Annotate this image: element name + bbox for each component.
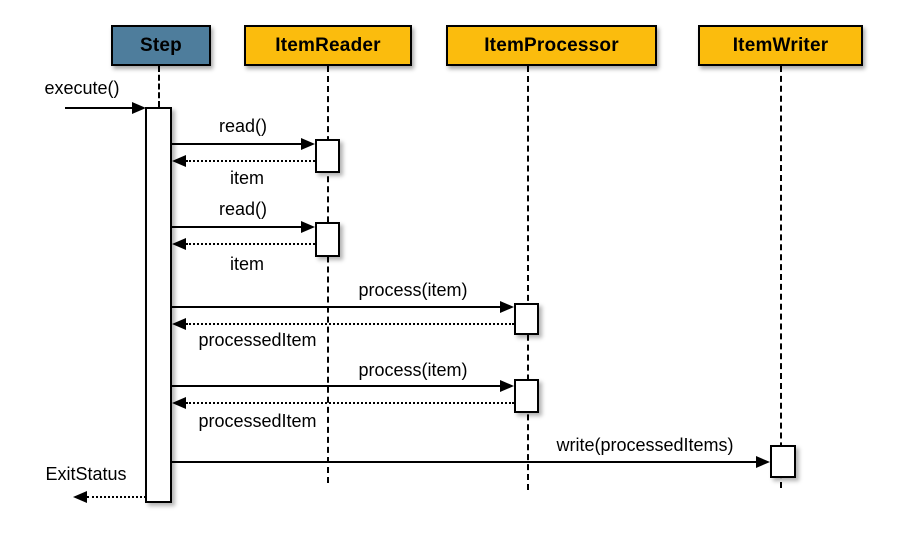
actor-label-itemprocessor: ItemProcessor — [484, 34, 619, 56]
arrowhead-icon — [73, 491, 87, 503]
message-label: process(item) — [358, 360, 468, 380]
arrowhead-icon — [132, 102, 146, 114]
arrowhead-icon — [301, 138, 315, 150]
arrowhead-icon — [172, 238, 186, 250]
message-label: execute() — [44, 78, 120, 98]
message-line — [186, 243, 315, 245]
actor-box-step: Step — [111, 25, 211, 66]
message-line — [65, 107, 132, 109]
lifeline-step — [158, 66, 160, 107]
actor-label-itemwriter: ItemWriter — [732, 34, 829, 56]
message-line — [172, 461, 756, 463]
message-label: ExitStatus — [45, 464, 127, 484]
arrowhead-icon — [500, 380, 514, 392]
message-line — [172, 226, 301, 228]
actor-label-step: Step — [140, 34, 182, 56]
arrowhead-icon — [500, 301, 514, 313]
message-label: write(processedItems) — [556, 435, 734, 455]
activation-itemreader-1 — [315, 139, 340, 173]
lifeline-itemreader — [327, 66, 329, 483]
arrowhead-icon — [756, 456, 770, 468]
message-line — [186, 402, 514, 404]
message-line — [172, 143, 301, 145]
lifeline-itemprocessor — [527, 66, 529, 490]
message-line — [186, 323, 514, 325]
activation-itemreader-2 — [315, 222, 340, 257]
actor-box-itemprocessor: ItemProcessor — [446, 25, 657, 66]
message-label: item — [229, 254, 264, 274]
arrowhead-icon — [301, 221, 315, 233]
message-label: item — [229, 168, 264, 188]
arrowhead-icon — [172, 397, 186, 409]
actor-label-itemreader: ItemReader — [275, 34, 381, 56]
message-label: process(item) — [358, 280, 468, 300]
message-label: processedItem — [198, 330, 317, 350]
actor-box-itemreader: ItemReader — [244, 25, 412, 66]
lifeline-itemwriter — [780, 66, 782, 488]
message-line — [186, 160, 315, 162]
message-line — [172, 385, 500, 387]
message-label: read() — [218, 199, 267, 219]
activation-itemprocessor-2 — [514, 379, 539, 413]
actor-box-itemwriter: ItemWriter — [698, 25, 863, 66]
message-line — [87, 496, 146, 498]
arrowhead-icon — [172, 155, 186, 167]
arrowhead-icon — [172, 318, 186, 330]
activation-itemwriter — [770, 445, 796, 478]
message-line — [172, 306, 500, 308]
message-label: processedItem — [198, 411, 317, 431]
activation-itemprocessor-1 — [514, 303, 539, 335]
message-label: read() — [218, 116, 267, 136]
activation-step — [145, 107, 172, 503]
